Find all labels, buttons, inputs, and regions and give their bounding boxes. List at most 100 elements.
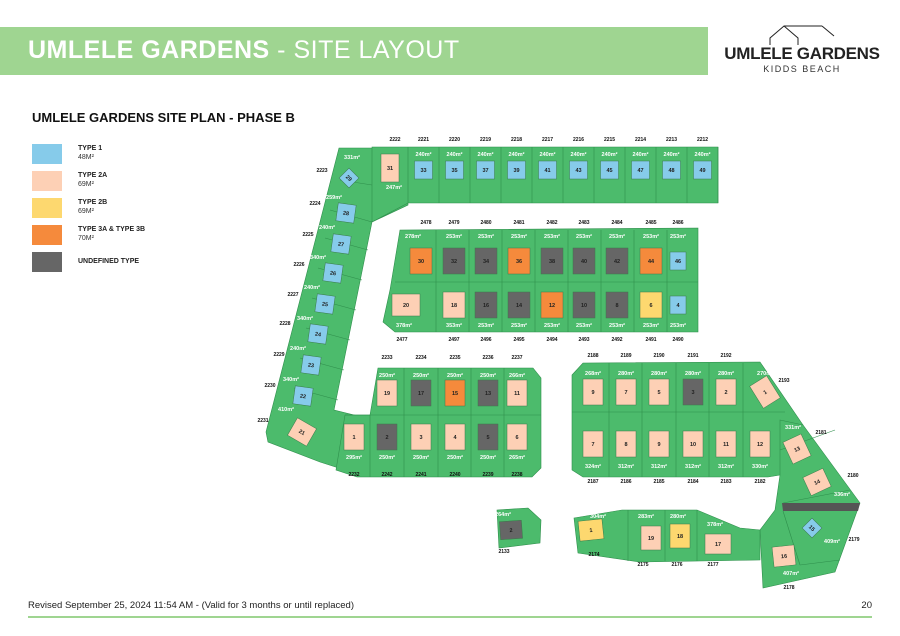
house-footprint-type3 [507,247,531,275]
street-number: 2179 [848,537,859,543]
lot-21: 21 [287,417,317,447]
street-number: 2228 [279,321,290,327]
street-number: 2495 [513,337,524,343]
lot-area: 253m² [670,233,686,240]
lot-number: 8 [615,303,618,309]
street-number: 2177 [707,562,718,568]
street-number: 2224 [309,201,320,207]
lot-2: 2 [499,519,523,541]
house-footprint-type1 [476,160,495,180]
lot-number: 10 [690,442,696,448]
lot-area: 312m² [618,463,634,470]
lot-1: 1 [749,375,781,409]
lot-14: 14 [802,467,832,497]
house-footprint-type2a [376,379,398,407]
lot-26: 26 [322,262,344,284]
house-footprint-type3 [540,291,564,319]
lot-area: 295m² [346,454,362,461]
street-number: 2189 [620,353,631,359]
lot-area: 331m² [785,424,801,431]
site-plan-title: UMLELE GARDENS SITE PLAN - PHASE B [32,110,295,125]
lot-6: 6 [506,423,528,451]
lot-18: 18 [442,291,466,319]
lot-22: 22 [292,385,314,407]
lot-15: 15 [801,517,823,539]
lot-boundary [782,510,801,566]
street-number: 2185 [653,479,664,485]
lot-area: 312m² [718,463,734,470]
lot-number: 38 [549,259,555,265]
street-number: 2238 [511,472,522,478]
house-footprint-type2a [444,423,466,451]
street-number: 2481 [513,220,524,226]
house-footprint-undefined [474,247,498,275]
lot-44: 44 [639,247,663,275]
lot-number: 40 [581,259,587,265]
house-footprint-type2a [380,153,400,183]
lot-5: 5 [477,423,499,451]
lot-25: 25 [314,293,336,315]
street-number: 2478 [420,220,431,226]
lot-17: 17 [704,533,732,555]
house-footprint-type2a [704,533,732,555]
lot-number: 19 [384,391,390,397]
lot-area: 304m² [590,513,606,520]
street-number: 2180 [847,473,858,479]
lot-area: 353m² [446,322,462,329]
lot-area: 250m² [447,454,463,461]
lot-number: 6 [515,435,518,441]
lot-number: 13 [793,446,801,454]
lot-number: 36 [516,259,522,265]
lot-area: 253m² [478,233,494,240]
lot-28: 28 [335,202,357,224]
lot-number: 43 [575,168,581,174]
lot-area: 250m² [413,454,429,461]
lot-number: 8 [624,442,627,448]
house-footprint-type2a [715,430,737,458]
house-footprint-undefined [410,379,432,407]
house-footprint-type1 [801,517,823,539]
lot-number: 1 [352,435,355,441]
lot-area: 253m² [544,233,560,240]
legend-label: TYPE 2A [78,172,108,179]
lot-number: 4 [453,435,457,441]
lot-number: 6 [649,303,652,309]
street-number: 2187 [587,479,598,485]
lot-32: 32 [442,247,466,275]
lot-area: 280m² [670,513,686,520]
street-number: 2479 [448,220,459,226]
lot-number: 14 [813,478,822,486]
lot-area: 240m² [478,151,494,158]
legend-size: 70M² [78,235,94,242]
street-number: 2235 [449,355,460,361]
house-footprint-type2a [410,423,432,451]
street-number: 2236 [482,355,493,361]
house-footprint-undefined [605,291,629,319]
lot-number: 1 [589,528,593,534]
house-footprint-type3 [639,247,663,275]
house-footprint-type1 [292,385,314,407]
lot-30: 30 [409,247,433,275]
street-number: 2240 [449,472,460,478]
house-footprint-type2a [391,293,421,317]
house-footprint-undefined [540,247,564,275]
lot-49: 49 [693,160,712,180]
street-number: 2226 [293,262,304,268]
lot-area: 264m² [495,511,511,518]
house-footprint-undefined [477,379,499,407]
lot-number: 4 [676,303,680,309]
house-footprint-type1 [330,233,352,255]
house-footprint-type1 [445,160,464,180]
lot-area: 253m² [511,322,527,329]
lot-area: 250m² [379,454,395,461]
legend-size: 69M² [78,208,94,215]
lot-area: 250m² [480,454,496,461]
lot-area: 340m² [283,376,299,383]
lot-area: 240m² [304,284,320,291]
lot-43: 43 [569,160,588,180]
lot-9: 9 [648,430,670,458]
lot-33: 33 [414,160,433,180]
house-footprint-type2a [640,525,662,551]
lot-number: 20 [403,303,409,309]
lot-14: 14 [507,291,531,319]
